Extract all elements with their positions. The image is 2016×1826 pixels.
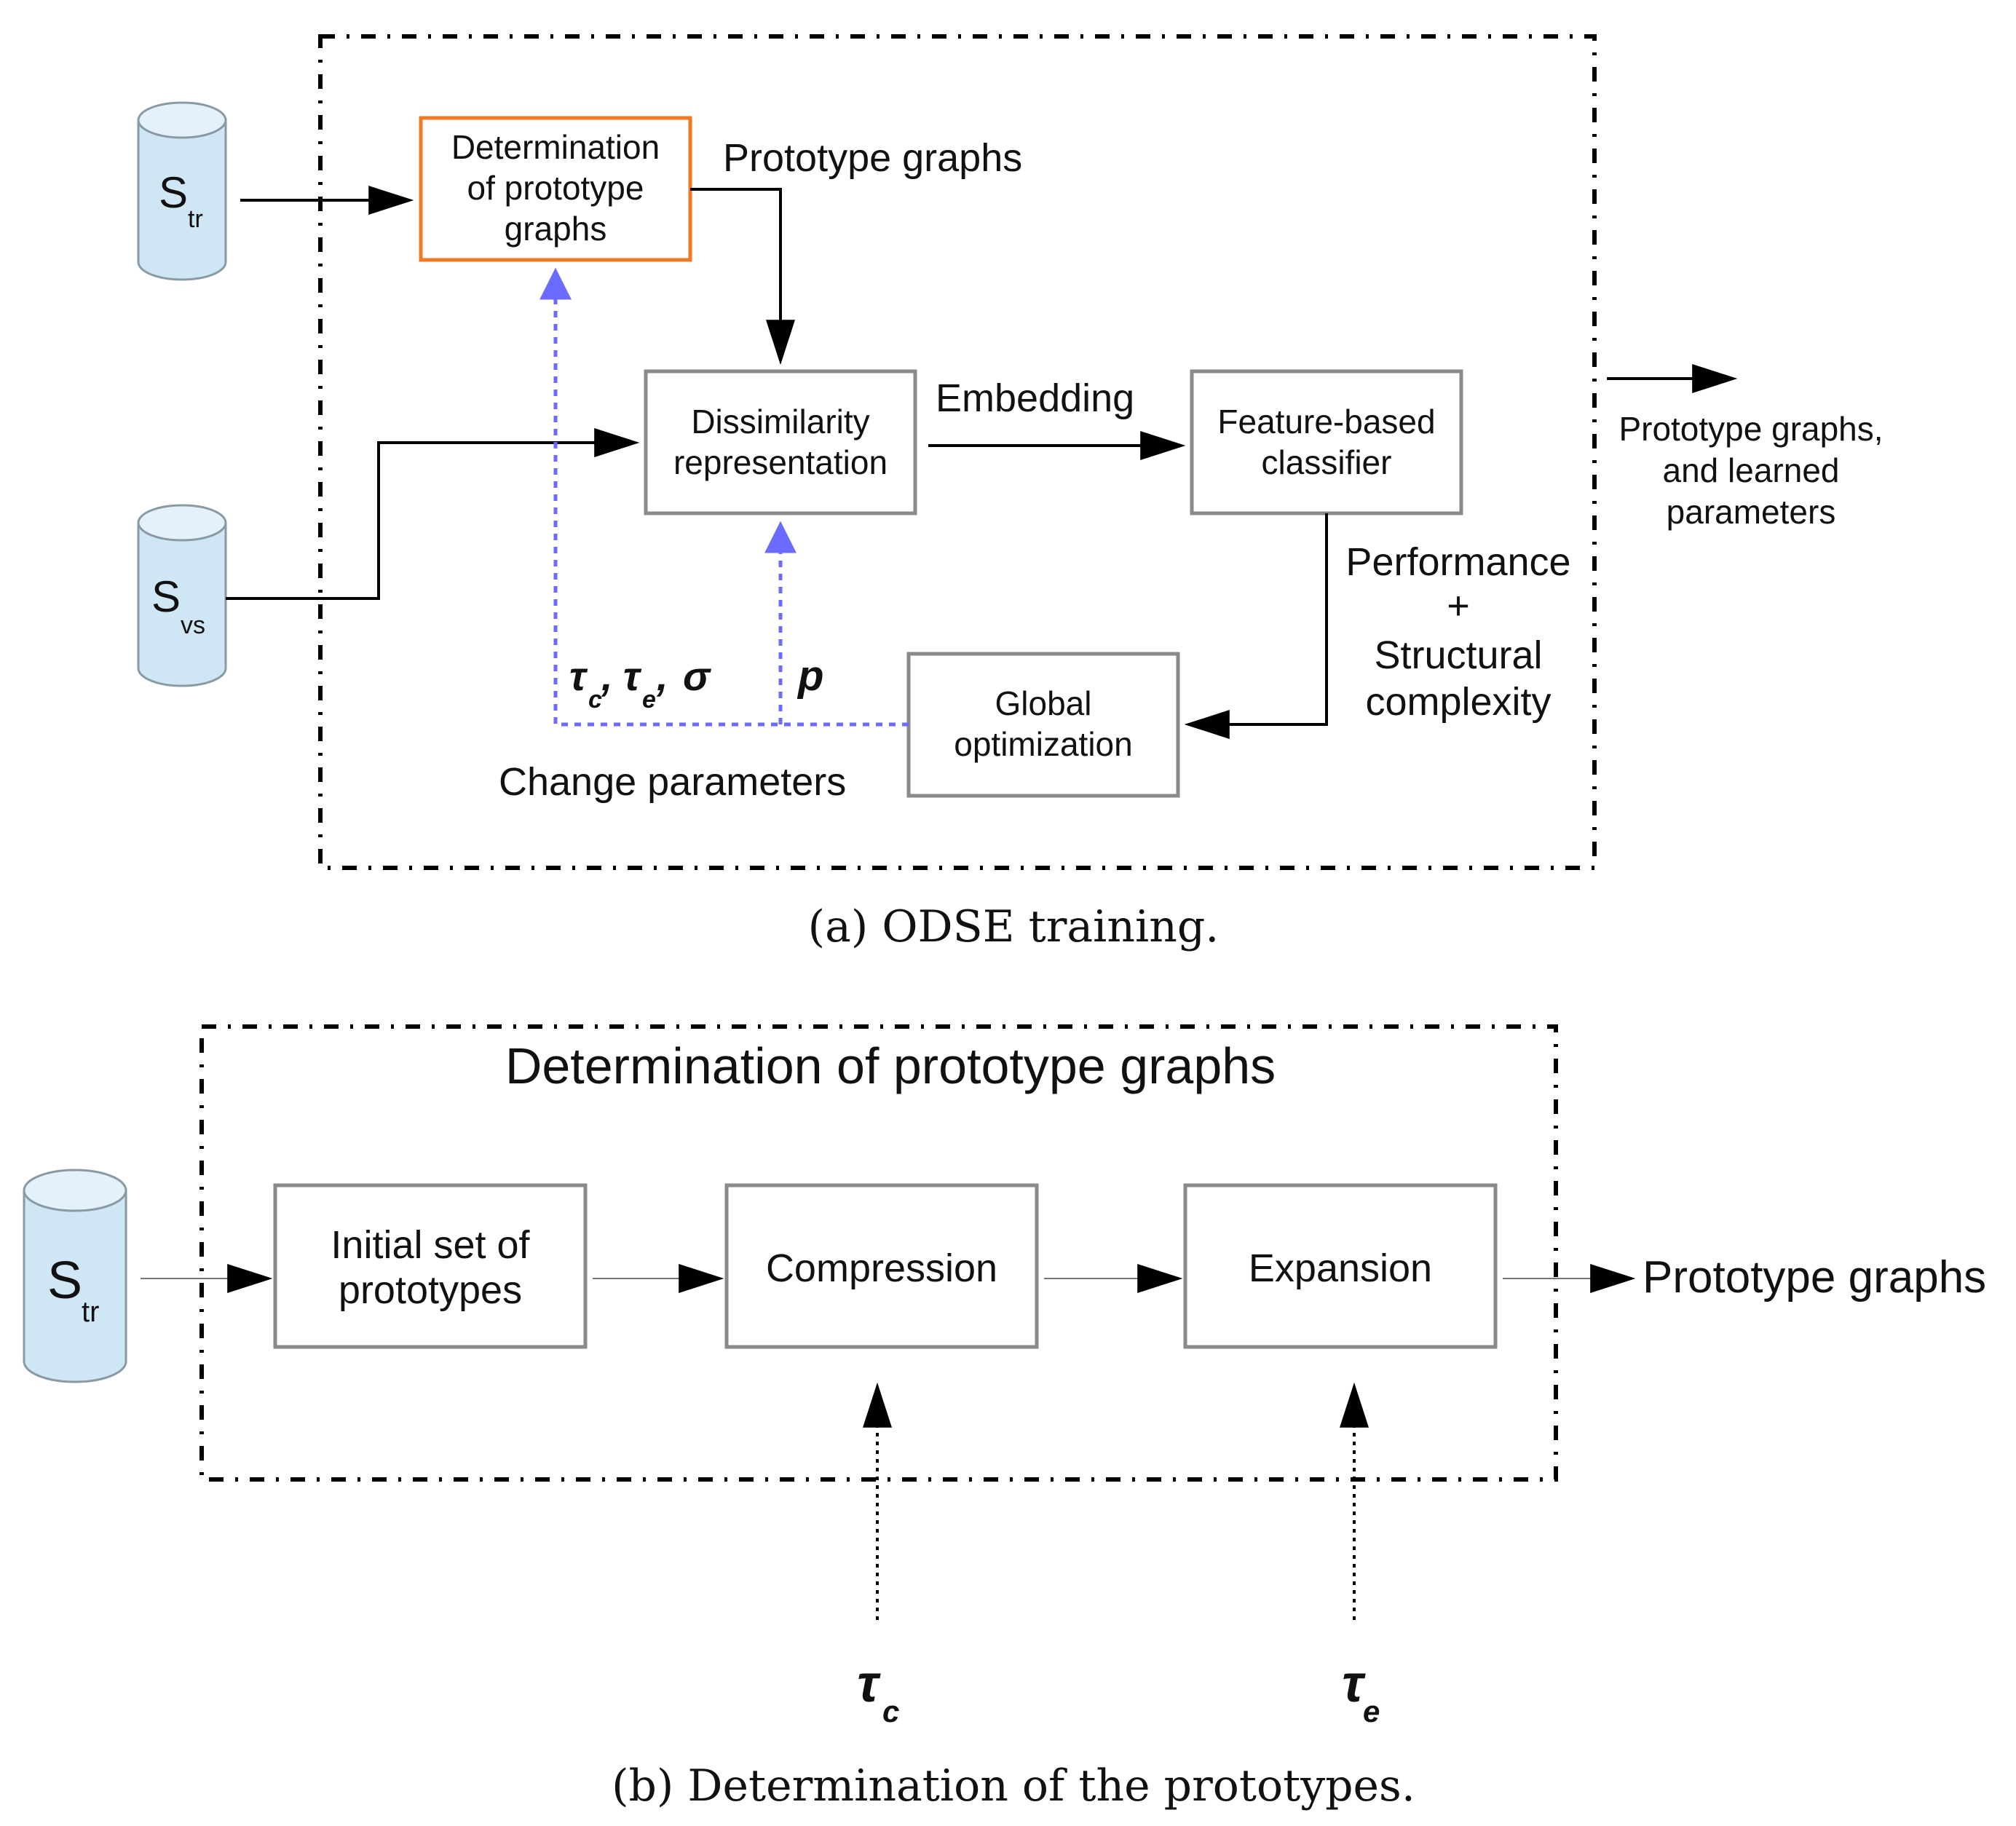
tau-c-symbol-b: τ	[857, 1655, 881, 1713]
tau-c-symbol: τ	[569, 653, 588, 699]
change-parameters-label: Change parameters	[499, 760, 846, 804]
expansion-box: Expansion	[1183, 1183, 1498, 1349]
sigma-symbol: σ	[683, 653, 711, 699]
optimization-box: Global optimization	[906, 652, 1180, 798]
prototype-graphs-label: Prototype graphs	[723, 136, 1022, 180]
arrow-determination-to-dissimilarity	[690, 188, 795, 365]
panel-b: Determination of prototype graphs S tr I…	[23, 1024, 1986, 1811]
panel-b-frame	[199, 1024, 1558, 1482]
dissimilarity-box: Dissimilarity representation	[644, 369, 917, 515]
dissimilarity-line-1: Dissimilarity	[691, 403, 869, 440]
tau-c-subscript-b: c	[882, 1694, 899, 1728]
output-label-2: and learned	[1663, 451, 1840, 489]
caption-b: (b) Determination of the prototypes.	[612, 1760, 1415, 1811]
tau-c-label: τ c	[857, 1655, 899, 1728]
panel-a: S tr S vs Determination of prototype gra…	[137, 34, 1883, 952]
classifier-line-2: classifier	[1262, 443, 1392, 481]
performance-label-2: +	[1447, 584, 1470, 628]
comma-2: ,	[656, 653, 668, 699]
initial-set-box: Initial set of prototypes	[273, 1183, 588, 1349]
comma-1: ,	[601, 653, 613, 699]
output-prototype-graphs: Prototype graphs	[1643, 1252, 1986, 1303]
s-tr-database-icon-b: S tr	[23, 1169, 127, 1383]
tau-e-symbol: τ	[623, 653, 642, 699]
s-tr-label-b: S	[47, 1252, 82, 1310]
embedding-label: Embedding	[936, 376, 1134, 420]
s-tr-subscript: tr	[188, 205, 203, 233]
output-label-3: parameters	[1667, 493, 1836, 531]
tau-e-subscript-b: e	[1363, 1694, 1380, 1728]
s-tr-label: S	[159, 168, 188, 217]
performance-label-1: Performance	[1345, 540, 1570, 584]
determination-line-3: graphs	[505, 210, 607, 248]
expansion-label: Expansion	[1249, 1246, 1432, 1290]
initial-set-line-1: Initial set of	[331, 1223, 530, 1267]
classifier-box: Feature-based classifier	[1190, 369, 1463, 515]
arrow-classifier-to-optimization	[1184, 513, 1328, 739]
initial-set-line-2: prototypes	[339, 1268, 522, 1312]
arrow-s-vs-to-dissimilarity	[226, 428, 640, 600]
compression-box: Compression	[724, 1183, 1039, 1349]
s-vs-subscript: vs	[181, 612, 205, 639]
s-tr-subscript-b: tr	[82, 1296, 99, 1328]
p-label: p	[796, 652, 823, 700]
feedback-to-determination	[539, 267, 909, 727]
determination-line-1: Determination	[451, 128, 660, 166]
s-vs-database-icon: S vs	[137, 504, 227, 687]
caption-a: (a) ODSE training.	[808, 901, 1220, 952]
performance-label-3: Structural	[1374, 633, 1542, 677]
optimization-line-1: Global	[995, 684, 1092, 722]
determination-box: Determination of prototype graphs	[419, 116, 692, 262]
classifier-line-1: Feature-based	[1217, 403, 1435, 440]
parameters-label: τ c , τ e , σ	[569, 653, 711, 714]
optimization-line-2: optimization	[954, 725, 1132, 763]
tau-e-subscript: e	[642, 686, 656, 714]
compression-label: Compression	[766, 1246, 997, 1290]
s-vs-label: S	[151, 572, 181, 621]
panel-a-frame	[318, 34, 1597, 870]
tau-e-label: τ e	[1342, 1655, 1380, 1728]
panel-b-title: Determination of prototype graphs	[505, 1038, 1276, 1094]
output-label-1: Prototype graphs,	[1618, 410, 1883, 448]
performance-label-4: complexity	[1365, 680, 1551, 724]
determination-line-2: of prototype	[467, 169, 644, 207]
tau-e-symbol-b: τ	[1342, 1655, 1366, 1713]
tau-c-subscript: c	[588, 686, 602, 714]
s-tr-database-icon: S tr	[137, 101, 227, 281]
dissimilarity-line-2: representation	[673, 443, 888, 481]
